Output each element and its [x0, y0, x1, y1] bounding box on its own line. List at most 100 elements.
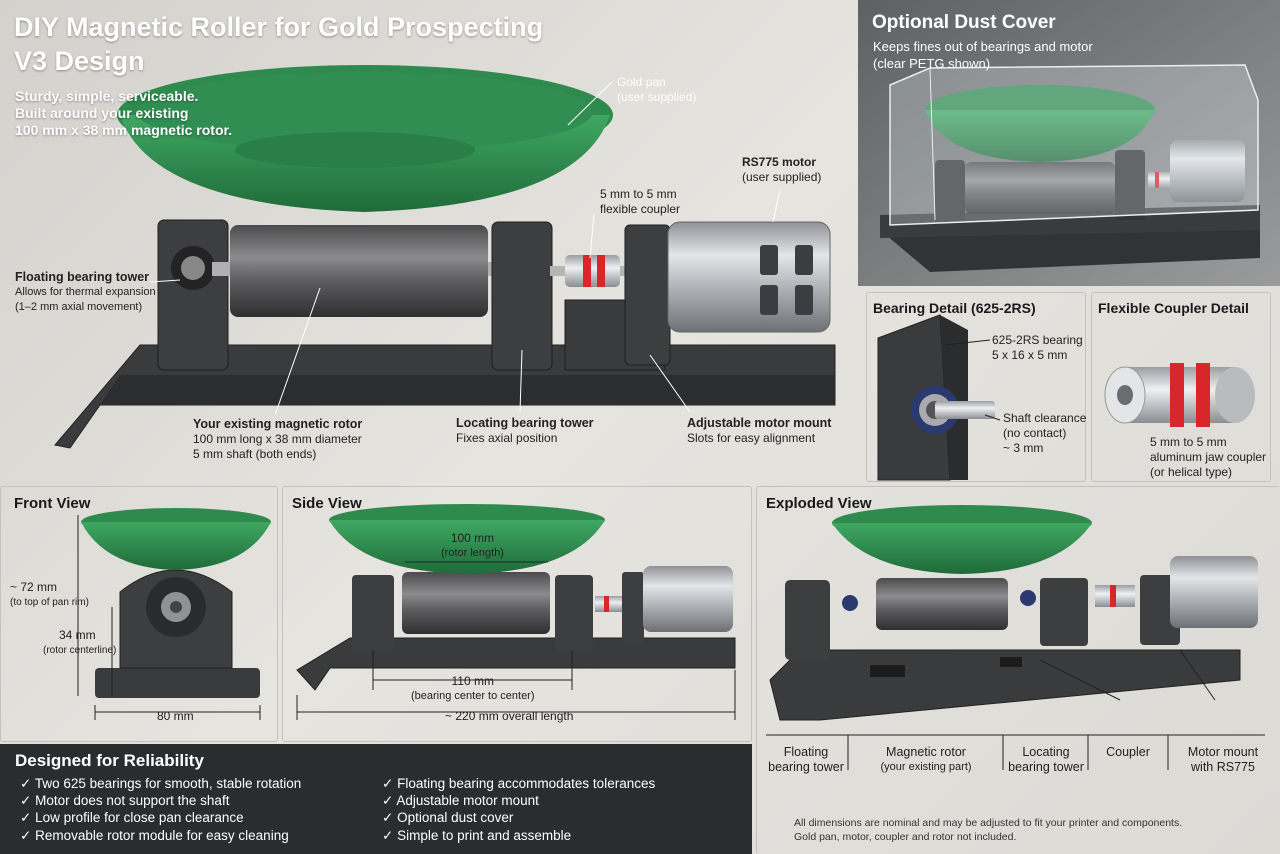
dust-cover-illustration: [880, 64, 1260, 272]
feature-text: Simple to print and assemble: [397, 828, 572, 843]
bearing-label-2b: (no contact): [1003, 426, 1067, 440]
exploded-part-mount: Motor mount with RS775: [1178, 745, 1268, 775]
floating-tower: [157, 219, 229, 371]
label-floating-sub1: Allows for thermal expansion: [15, 286, 156, 298]
label-coupler-line2: flexible coupler: [600, 202, 681, 216]
exploded-part-floating-1: Floating: [783, 745, 829, 759]
label-motor-title: RS775 motor: [742, 155, 817, 169]
side-dim-2-desc: (bearing center to center): [411, 690, 535, 702]
exploded-part-locating-2: bearing tower: [1008, 760, 1084, 774]
label-motor-mount: Adjustable motor mount Slots for easy al…: [687, 416, 831, 446]
feature-text: Motor does not support the shaft: [35, 793, 230, 808]
dust-cover-sub: Keeps fines out of bearings and motor (c…: [873, 38, 1093, 72]
front-dim-2-desc: (rotor centerline): [43, 645, 117, 656]
disclaimer-note: All dimensions are nominal and may be ad…: [794, 816, 1182, 844]
feature-text: Two 625 bearings for smooth, stable rota…: [34, 776, 302, 791]
magnetic-rotor: [230, 225, 488, 317]
exploded-part-mount-2: with RS775: [1191, 760, 1255, 774]
label-mount-title: Adjustable motor mount: [687, 416, 832, 430]
label-gold-pan-sub: (user supplied): [617, 90, 697, 104]
side-dim-1: 100 mm (rotor length): [441, 531, 504, 561]
exploded-part-floating: Floating bearing tower: [766, 745, 846, 775]
feature-item: ✓ Two 625 bearings for smooth, stable ro…: [20, 776, 301, 792]
coupler-labels: 5 mm to 5 mm aluminum jaw coupler (or he…: [1150, 435, 1266, 480]
dust-cover-title: Optional Dust Cover: [872, 12, 1056, 33]
exploded-part-coupler: Coupler: [1098, 745, 1158, 760]
front-view-title: Front View: [14, 495, 91, 512]
main-subtitle-line1: Sturdy, simple, serviceable.: [15, 88, 199, 104]
coupler-label-1: 5 mm to 5 mm: [1150, 435, 1227, 449]
main-subtitle-line2: Built around your existing: [15, 105, 189, 121]
front-dim-1-desc: (to top of pan rim): [10, 597, 89, 608]
coupler-label-2: aluminum jaw coupler: [1150, 450, 1267, 464]
bearing-label-2a: Shaft clearance: [1003, 411, 1087, 425]
side-dim-3: ~ 220 mm overall length: [445, 709, 574, 723]
exploded-part-rotor-1: Magnetic rotor: [886, 745, 966, 759]
feature-text: Low profile for close pan clearance: [35, 810, 244, 825]
check-icon: ✓: [20, 810, 32, 825]
reliability-title: Designed for Reliability: [15, 751, 204, 770]
label-rotor-sub1: 100 mm long x 38 mm diameter: [193, 432, 362, 446]
feature-item: ✓ Simple to print and assemble: [382, 828, 571, 844]
label-floating-title: Floating bearing tower: [15, 270, 150, 284]
exploded-part-rotor-2: (your existing part): [880, 761, 972, 773]
exploded-view-illustration: [766, 505, 1265, 770]
main-subtitle: Sturdy, simple, serviceable. Built aroun…: [15, 88, 232, 139]
dust-cover-sub1: Keeps fines out of bearings and motor: [873, 39, 1093, 54]
bearing-label-1: 625-2RS bearing 5 x 16 x 5 mm: [992, 333, 1083, 363]
front-dim-2: 34 mm (rotor centerline): [43, 628, 116, 658]
side-view-title: Side View: [292, 495, 362, 512]
side-dim-1-value: 100 mm: [450, 531, 495, 545]
bearing-label-2c: ~ 3 mm: [1003, 441, 1044, 455]
exploded-part-rotor: Magnetic rotor (your existing part): [866, 745, 986, 775]
label-coupler: 5 mm to 5 mm flexible coupler: [600, 187, 680, 217]
main-title-line1: DIY Magnetic Roller for Gold Prospecting: [14, 12, 544, 42]
check-icon: ✓: [20, 776, 32, 791]
feature-item: ✓ Adjustable motor mount: [382, 793, 539, 809]
hero-coupler: [565, 255, 620, 287]
side-dim-2-value: 110 mm: [451, 674, 494, 688]
main-subtitle-line3: 100 mm x 38 mm magnetic rotor.: [15, 122, 233, 138]
hero-assembly: [54, 65, 836, 449]
check-icon: ✓: [382, 828, 394, 843]
feature-text: Floating bearing accommodates tolerances: [397, 776, 656, 791]
label-gold-pan: Gold pan (user supplied): [617, 75, 696, 105]
bearing-label-1a: 625-2RS bearing: [992, 333, 1083, 347]
feature-item: ✓ Optional dust cover: [382, 810, 513, 826]
hero-motor: [667, 221, 831, 333]
side-view-illustration: [296, 504, 736, 720]
label-floating-tower: Floating bearing tower Allows for therma…: [15, 270, 156, 315]
label-motor: RS775 motor (user supplied): [742, 155, 821, 185]
bearing-illustration: [877, 314, 1001, 481]
front-dim-3: 80 mm: [157, 709, 194, 723]
label-gold-pan-title: Gold pan: [617, 75, 666, 89]
side-dim-2: 110 mm (bearing center to center): [411, 674, 535, 704]
exploded-part-floating-2: bearing tower: [768, 760, 844, 774]
dust-cover-sub2: (clear PETG shown): [873, 56, 991, 71]
exploded-view-title: Exploded View: [766, 495, 872, 512]
side-view-panel: [282, 486, 752, 742]
exploded-view-panel: [756, 486, 1280, 854]
check-icon: ✓: [382, 810, 394, 825]
coupler-detail-panel: [1091, 292, 1271, 482]
label-locating-sub: Fixes axial position: [456, 431, 558, 445]
front-view-panel: [0, 486, 278, 742]
main-title: DIY Magnetic Roller for Gold Prospecting…: [14, 10, 543, 78]
feature-item: ✓ Motor does not support the shaft: [20, 793, 229, 809]
reliability-bar: Designed for Reliability ✓ Two 625 beari…: [0, 744, 752, 854]
bearing-detail-title: Bearing Detail (625-2RS): [873, 300, 1036, 316]
side-dim-1-desc: (rotor length): [441, 547, 504, 559]
disclaimer-line2: Gold pan, motor, coupler and rotor not i…: [794, 831, 1017, 843]
feature-text: Removable rotor module for easy cleaning: [35, 828, 289, 843]
bearing-detail-panel: [866, 292, 1086, 482]
feature-item: ✓ Removable rotor module for easy cleani…: [20, 828, 289, 844]
label-mount-sub: Slots for easy alignment: [687, 431, 816, 445]
exploded-part-coupler-1: Coupler: [1106, 745, 1150, 759]
front-dim-1-value: ~ 72 mm: [10, 580, 58, 594]
locating-tower: [491, 221, 553, 371]
label-floating-sub2: (1–2 mm axial movement): [15, 301, 143, 313]
label-rotor-title: Your existing magnetic rotor: [193, 417, 363, 431]
feature-item: ✓ Low profile for close pan clearance: [20, 810, 244, 826]
check-icon: ✓: [382, 776, 394, 791]
